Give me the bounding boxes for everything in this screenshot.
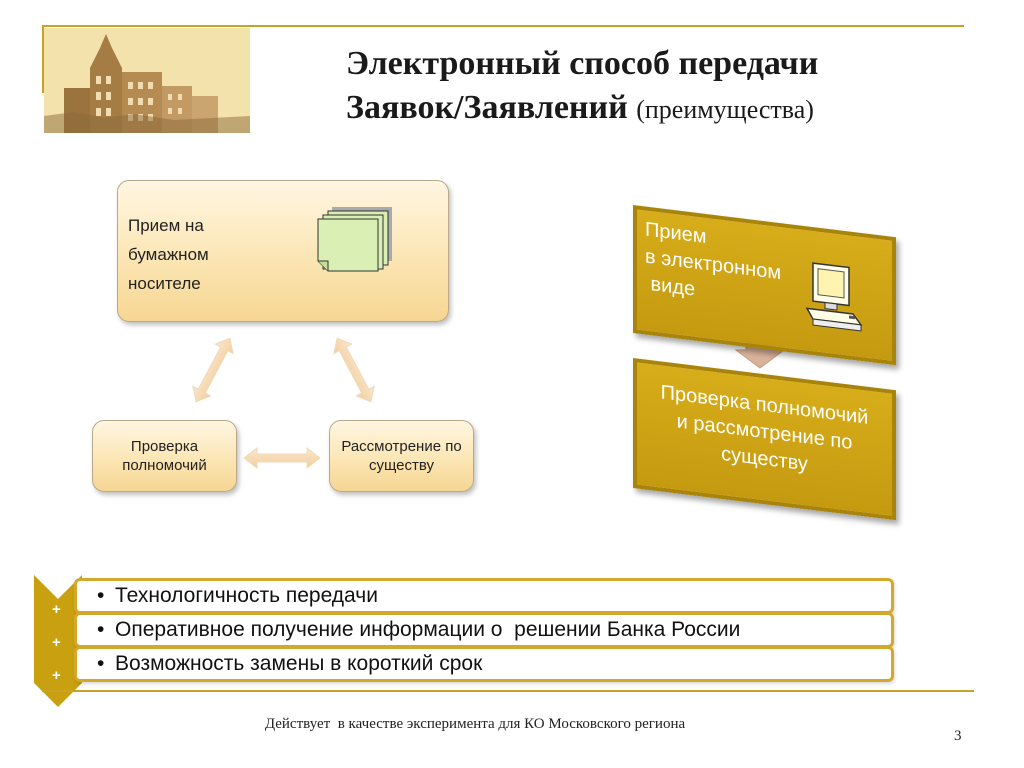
plus-icon: + xyxy=(52,601,61,618)
paper-intake-box: Прием на бумажном носителе xyxy=(117,180,449,322)
paper-stack-icon xyxy=(317,207,392,272)
computer-icon xyxy=(805,262,863,332)
header-left-rule xyxy=(42,25,44,93)
header-top-rule xyxy=(42,25,964,27)
building-photo xyxy=(44,28,250,133)
double-arrow-horizontal-icon xyxy=(243,446,321,470)
benefit-item: • Оперативное получение информации о реше… xyxy=(74,612,894,648)
benefit-text: Оперативное получение информации о решен… xyxy=(115,618,741,641)
footer-rule xyxy=(42,690,974,692)
paper-intake-line: носителе xyxy=(128,274,201,293)
title-line-1: Электронный способ передачи xyxy=(346,45,819,82)
paper-intake-line: Прием на xyxy=(128,216,204,235)
merits-review-label: Рассмотрение по существу xyxy=(341,438,462,474)
electronic-intake-text: Прием в электронном виде xyxy=(645,216,781,314)
plus-icon: + xyxy=(52,667,61,684)
title-line-2: Заявок/Заявлений (преимущества) xyxy=(346,86,986,132)
slide-title: Электронный способ передачи Заявок/Заявл… xyxy=(346,42,986,132)
benefit-text: Возможность замены в короткий срок xyxy=(115,652,483,675)
page-number: 3 xyxy=(954,728,962,744)
plus-chevron-arrow xyxy=(34,575,82,707)
bullet-icon: • xyxy=(97,652,105,675)
authority-check-label: Проверка полномочий xyxy=(122,438,207,474)
benefit-item: • Возможность замены в короткий срок xyxy=(74,646,894,682)
bullet-icon: • xyxy=(97,584,105,607)
benefit-item: • Технологичность передачи xyxy=(74,578,894,614)
authority-check-box: Проверка полномочий xyxy=(92,420,237,492)
bullet-icon: • xyxy=(97,618,105,641)
merits-review-box: Рассмотрение по существу xyxy=(329,420,474,492)
title-sub: (преимущества) xyxy=(636,95,814,124)
benefit-text: Технологичность передачи xyxy=(115,584,378,607)
electronic-intake-box: Прием в электронном виде xyxy=(633,205,896,366)
double-arrow-right-icon xyxy=(333,337,375,403)
footer-note: Действует в качестве эксперимента для КО… xyxy=(264,716,686,732)
electronic-check-review-text: Проверка полномочий и рассмотрение по су… xyxy=(637,376,892,488)
title-main: Заявок/Заявлений xyxy=(346,89,628,126)
double-arrow-left-icon xyxy=(192,337,234,403)
plus-icon: + xyxy=(52,634,61,651)
paper-intake-text: Прием на бумажном носителе xyxy=(128,211,209,298)
paper-intake-line: бумажном xyxy=(128,245,209,264)
